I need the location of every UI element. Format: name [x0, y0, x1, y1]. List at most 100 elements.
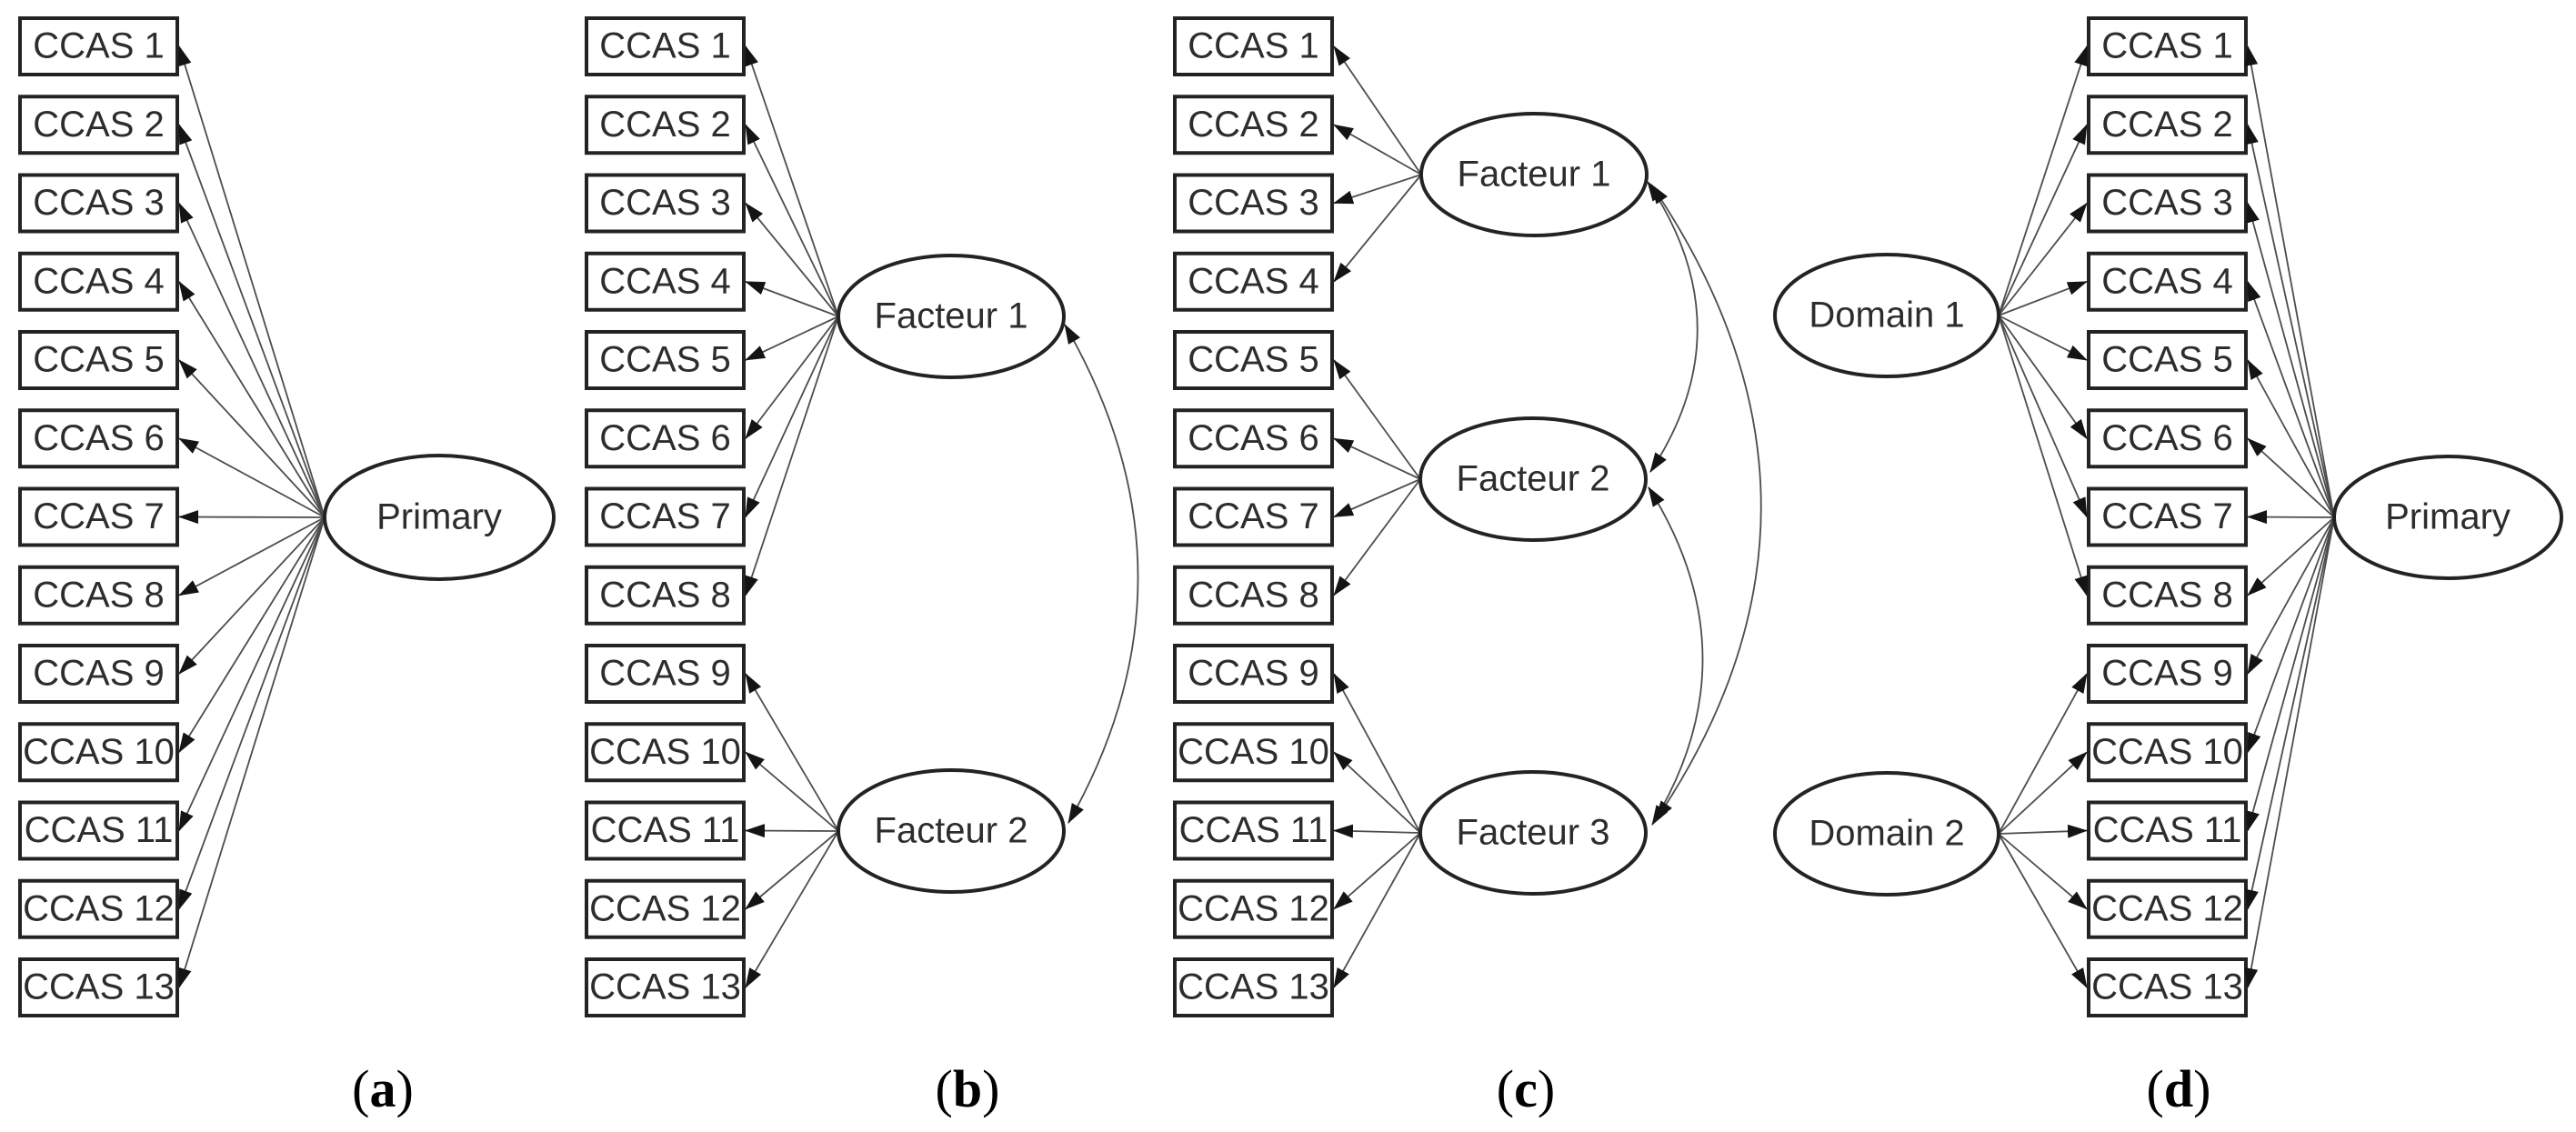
indicator-label: CCAS 12	[23, 888, 175, 928]
indicator-box-c-ccas-9: CCAS 9	[1173, 644, 1334, 704]
loading-arrow	[1998, 315, 2088, 440]
indicator-label: CCAS 12	[589, 888, 741, 928]
indicator-box-c-ccas-1: CCAS 1	[1173, 16, 1334, 76]
indicator-box-a-ccas-1: CCAS 1	[18, 16, 179, 76]
loading-arrow	[178, 45, 326, 518]
loading-arrow	[745, 124, 839, 317]
loading-arrow	[1998, 833, 2088, 988]
loading-arrow	[1333, 673, 1421, 834]
latent-label: Domain 2	[1809, 814, 1964, 854]
indicator-box-a-ccas-10: CCAS 10	[18, 722, 179, 783]
indicator-rect	[1173, 644, 1334, 704]
indicator-label: CCAS 13	[589, 967, 741, 1007]
indicator-label: CCAS 1	[33, 26, 165, 66]
indicator-box-a-ccas-7: CCAS 7	[18, 486, 179, 547]
indicator-box-a-ccas-11: CCAS 11	[18, 800, 179, 861]
indicator-rect	[2087, 16, 2248, 76]
indicator-box-b-ccas-10: CCAS 10	[585, 722, 746, 783]
loading-arrow	[745, 830, 839, 988]
latent-label: Facteur 2	[875, 811, 1028, 851]
indicator-rect	[18, 95, 179, 155]
loading-arrow	[1333, 124, 1422, 175]
indicator-box-d-ccas-6: CCAS 6	[2087, 408, 2248, 469]
loading-arrow	[2245, 516, 2335, 910]
latent-ellipse	[1418, 770, 1648, 896]
loading-arrow	[178, 516, 326, 910]
indicator-box-a-ccas-12: CCAS 12	[18, 878, 179, 939]
indicator-label: CCAS 6	[2101, 418, 2233, 458]
latent-ellipse	[837, 254, 1066, 379]
indicator-rect	[1173, 486, 1334, 547]
loading-arrow	[1998, 824, 2088, 838]
indicator-box-b-ccas-7: CCAS 7	[585, 486, 746, 547]
loading-arrow	[178, 516, 326, 988]
indicator-rect	[2087, 722, 2248, 783]
indicator-label: CCAS 3	[2101, 183, 2233, 223]
loading-arrow	[178, 516, 326, 832]
loading-arrow	[178, 437, 326, 518]
loading-arrow	[1333, 478, 1421, 596]
indicator-box-c-ccas-12: CCAS 12	[1173, 878, 1334, 939]
indicator-box-c-ccas-5: CCAS 5	[1173, 330, 1334, 390]
panel-caption-d: (d)	[2147, 1059, 2211, 1118]
latent-ellipse	[837, 768, 1066, 894]
indicator-rect	[2087, 565, 2248, 626]
indicator-box-c-ccas-6: CCAS 6	[1173, 408, 1334, 469]
loading-arrow	[1998, 315, 2088, 518]
indicator-box-a-ccas-5: CCAS 5	[18, 330, 179, 390]
indicator-rect	[18, 957, 179, 1017]
indicator-label: CCAS 5	[1188, 340, 1319, 380]
latent-d-1: Domain 1	[1773, 253, 2000, 378]
indicator-rect	[2087, 330, 2248, 390]
latent-c-3: Facteur 3	[1418, 770, 1648, 896]
latent-b-2: Facteur 2	[837, 768, 1066, 894]
loading-arrow	[2247, 437, 2335, 518]
latent-label: Facteur 1	[875, 296, 1028, 336]
indicator-rect	[18, 644, 179, 704]
loading-arrow	[1998, 673, 2088, 835]
indicator-rect	[18, 173, 179, 234]
indicator-label: CCAS 3	[1188, 183, 1319, 223]
loading-arrow	[745, 316, 839, 440]
indicator-rect	[585, 722, 746, 783]
indicator-label: CCAS 11	[1179, 810, 1328, 850]
indicator-rect	[2087, 251, 2248, 312]
loading-arrow	[178, 202, 326, 518]
indicator-rect	[18, 251, 179, 312]
latent-label: Domain 1	[1809, 296, 1964, 336]
indicator-box-a-ccas-6: CCAS 6	[18, 408, 179, 469]
indicator-label: CCAS 10	[23, 732, 175, 772]
loading-arrow	[1333, 478, 1421, 518]
covariance-arrow-c-3	[1650, 184, 1762, 821]
indicator-rect	[1173, 722, 1334, 783]
loading-arrow	[745, 751, 839, 832]
indicator-box-b-ccas-12: CCAS 12	[585, 878, 746, 939]
indicator-rect	[1173, 251, 1334, 312]
indicator-rect	[1173, 330, 1334, 390]
loading-arrow	[1333, 437, 1421, 480]
panel-caption-a: (a)	[352, 1059, 414, 1118]
latent-ellipse	[2332, 455, 2563, 580]
indicator-label: CCAS 6	[33, 418, 165, 458]
indicator-box-a-ccas-8: CCAS 8	[18, 565, 179, 626]
indicator-box-a-ccas-2: CCAS 2	[18, 95, 179, 155]
panel-b-loadings	[745, 45, 839, 988]
loading-arrow	[745, 316, 839, 518]
indicator-box-b-ccas-1: CCAS 1	[585, 16, 746, 76]
indicator-rect	[585, 95, 746, 155]
indicator-box-c-ccas-11: CCAS 11	[1173, 800, 1334, 861]
indicator-rect	[585, 16, 746, 76]
indicator-label: CCAS 8	[599, 575, 731, 615]
indicator-label: CCAS 9	[2101, 654, 2233, 694]
loading-arrow	[2244, 516, 2335, 988]
panel-a-loadings	[178, 45, 326, 988]
latent-b-1: Facteur 1	[837, 254, 1066, 379]
indicator-rect	[1173, 565, 1334, 626]
indicator-label: CCAS 7	[1188, 496, 1319, 536]
panel-c-loadings	[1333, 45, 1422, 988]
panel-d-loadings	[1998, 45, 2335, 988]
indicator-box-c-ccas-7: CCAS 7	[1173, 486, 1334, 547]
indicator-box-d-ccas-9: CCAS 9	[2087, 644, 2248, 704]
